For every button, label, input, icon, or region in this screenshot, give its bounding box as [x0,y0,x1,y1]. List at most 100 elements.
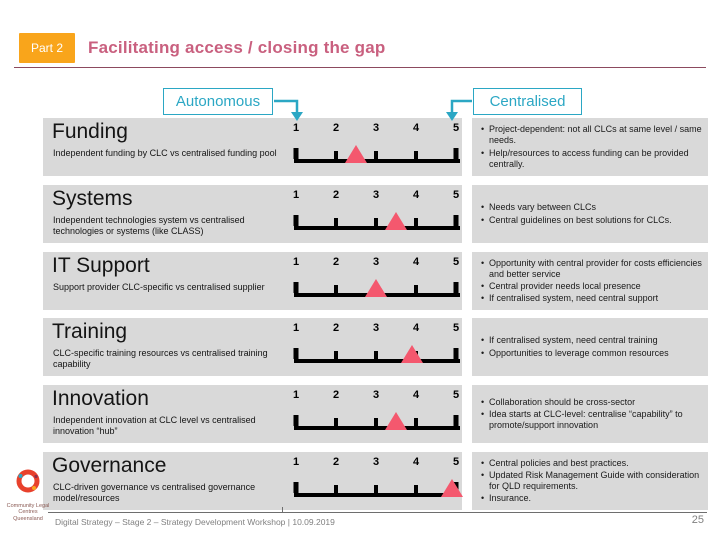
scale-tick [414,218,418,226]
scale-marker-triangle [441,479,463,497]
it-support-panel: IT Support Support provider CLC-specific… [43,252,462,310]
scale-tick [453,348,459,359]
scale-tick [374,351,378,359]
scale-tick [453,215,459,226]
innovation-notes: Collaboration should be cross-sectorIdea… [472,385,708,443]
scale-number: 5 [452,456,460,468]
footer-divider-notch [282,507,283,512]
governance-rating-scale: 1 2 3 4 5 [292,456,463,505]
scale-number: 1 [292,456,300,468]
note-item: Collaboration should be cross-sector [480,397,702,409]
note-item: Central policies and best practices. [480,458,702,470]
row-title: Systems [52,187,133,210]
autonomous-arrow-line [274,99,299,113]
scale-tick [414,418,418,426]
row-innovation: Innovation Independent innovation at CLC… [0,385,720,443]
scale-tick [334,285,338,293]
scale-tick [293,482,299,493]
scale-number: 2 [332,456,340,468]
scale-tick [374,151,378,159]
scale-marker-triangle [345,145,367,163]
row-description: CLC-specific training resources vs centr… [53,348,268,369]
scale-number: 3 [372,122,380,134]
innovation-panel: Innovation Independent innovation at CLC… [43,385,462,443]
row-title: Innovation [52,387,149,410]
scale-number: 4 [412,322,420,334]
scale-tick [293,282,299,293]
note-item: Opportunity with central provider for co… [480,258,702,281]
scale-tick [293,148,299,159]
scale-number: 4 [412,456,420,468]
scale-tick [334,485,338,493]
row-systems: Systems Independent technologies system … [0,185,720,243]
note-item: If centralised system, need central trai… [480,335,702,347]
header-divider [14,67,706,68]
logo-text: Community Legal Centres Queensland [6,503,50,522]
scale-number: 3 [372,322,380,334]
row-description: Independent innovation at CLC level vs c… [53,415,256,436]
training-notes: If centralised system, need central trai… [472,318,708,376]
scale-number: 2 [332,122,340,134]
note-item: Needs vary between CLCs [480,202,702,214]
row-title: Governance [52,454,167,477]
scale-tick [453,282,459,293]
row-title: IT Support [52,254,150,277]
footer-caption: Digital Strategy – Stage 2 – Strategy De… [55,517,335,527]
scale-tick [453,415,459,426]
row-description: Independent technologies system vs centr… [53,215,245,236]
row-description: CLC-driven governance vs centralised gov… [53,482,256,503]
autonomous-label: Autonomous [175,93,261,110]
scale-marker-triangle [365,279,387,297]
row-it-support: IT Support Support provider CLC-specific… [0,252,720,310]
logo-ring-icon [16,469,40,493]
footer-divider [48,512,707,513]
governance-notes: Central policies and best practices.Upda… [472,452,708,510]
page-title: Facilitating access / closing the gap [88,38,386,57]
note-item: Central guidelines on best solutions for… [480,215,702,227]
scale-number: 5 [452,122,460,134]
scale-number: 3 [372,389,380,401]
centralised-arrow-line [450,99,472,113]
scale-tick [374,418,378,426]
scale-number: 3 [372,189,380,201]
part-badge-label: Part 2 [30,41,63,55]
scale-number: 4 [412,122,420,134]
page-number: 25 [691,514,704,526]
part-badge: Part 2 [19,33,75,63]
scale-tick [334,151,338,159]
scale-number: 5 [452,189,460,201]
scale-tick [453,148,459,159]
scale-number: 1 [292,189,300,201]
scale-tick [414,285,418,293]
scale-marker-triangle [385,212,407,230]
scale-marker-triangle [401,345,423,363]
scale-number: 1 [292,389,300,401]
scale-number: 1 [292,256,300,268]
scale-number: 4 [412,256,420,268]
row-governance: Governance CLC-driven governance vs cent… [0,452,720,510]
systems-panel: Systems Independent technologies system … [43,185,462,243]
systems-notes: Needs vary between CLCsCentral guideline… [472,185,708,243]
scale-number: 3 [372,456,380,468]
scale-tick [374,485,378,493]
scale-tick [293,415,299,426]
scale-number: 2 [332,256,340,268]
scale-tick [334,218,338,226]
it-support-notes: Opportunity with central provider for co… [472,252,708,310]
scale-axis [294,159,460,163]
scale-tick [374,218,378,226]
row-training: Training CLC-specific training resources… [0,318,720,376]
scale-number: 5 [452,322,460,334]
governance-panel: Governance CLC-driven governance vs cent… [43,452,463,510]
funding-notes: Project-dependent: not all CLCs at same … [472,118,708,176]
note-item: Project-dependent: not all CLCs at same … [480,124,702,147]
scale-number: 5 [452,256,460,268]
row-title: Training [52,320,128,343]
scale-axis [294,493,460,497]
scale-number: 2 [332,389,340,401]
